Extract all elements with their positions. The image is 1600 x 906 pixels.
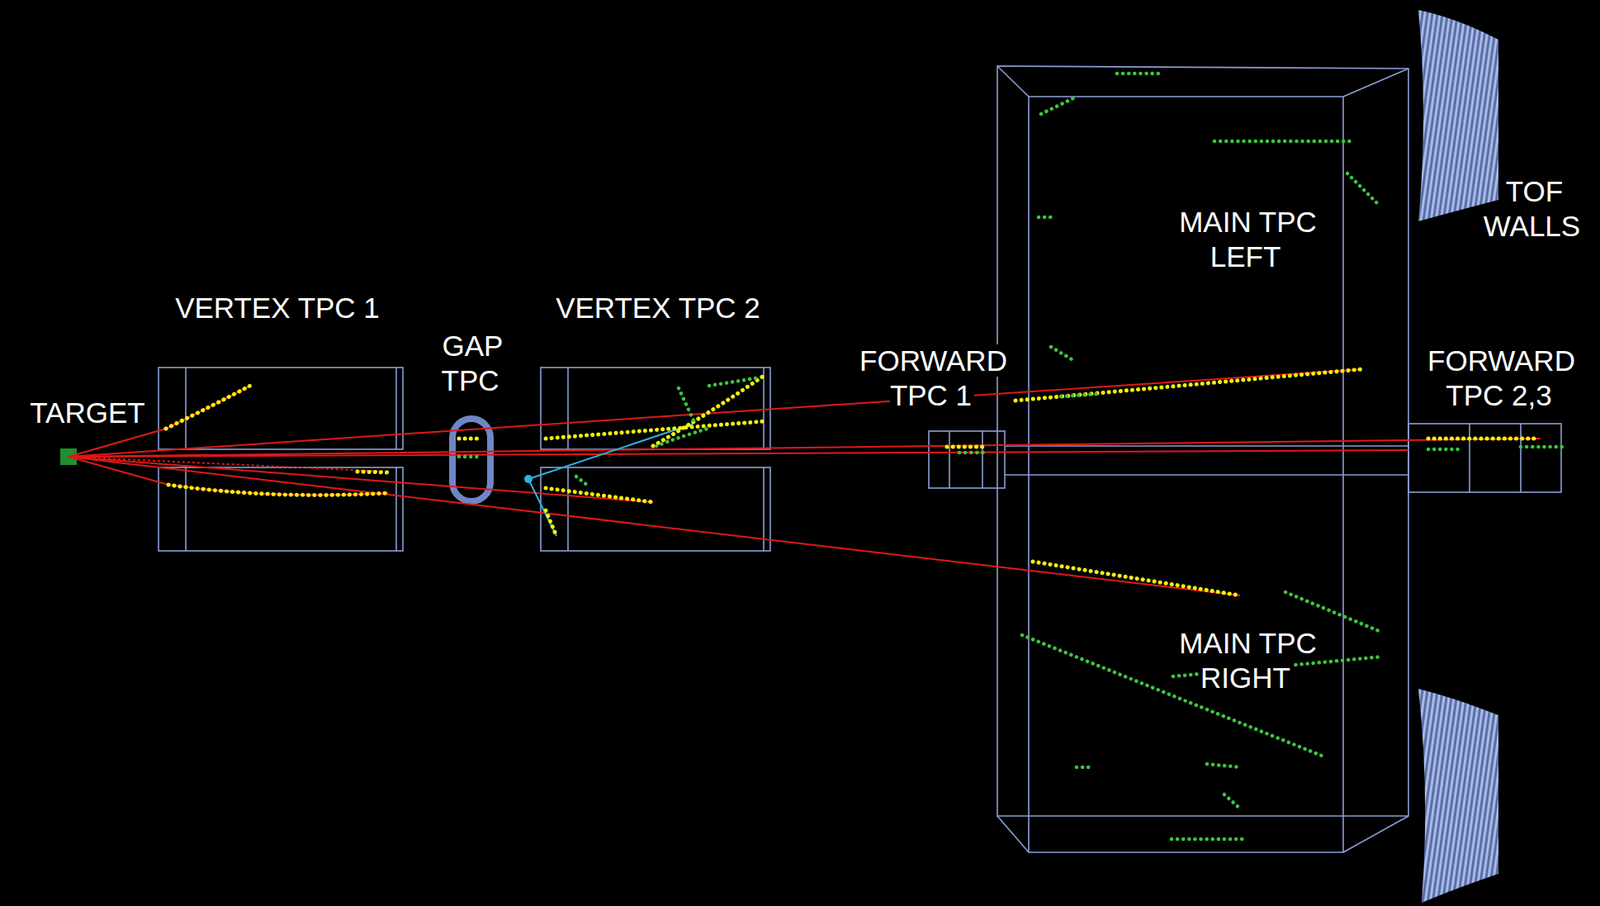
- detector-label: FORWARD TPC 1: [837, 343, 1028, 413]
- detector-label: MAIN TPC LEFT: [1159, 204, 1334, 275]
- label-text: GAP TPC: [440, 329, 504, 397]
- detector-label: GAP TPC: [426, 328, 517, 398]
- forward-tpc-2-3: [1408, 423, 1562, 493]
- label-text: MAIN TPC LEFT: [1176, 205, 1317, 273]
- fitted-tracks: [68, 369, 1541, 596]
- unassigned-hits: [459, 73, 1567, 839]
- label-text: TOF WALLS: [1483, 175, 1583, 242]
- detector-label: TARGET: [4, 395, 171, 431]
- label-text: MAIN TPC RIGHT: [1176, 626, 1317, 694]
- vertex-tpc-1: [158, 367, 403, 551]
- detector-label: VERTEX TPC 2: [525, 290, 791, 326]
- detector-label: MAIN TPC RIGHT: [1159, 625, 1334, 696]
- forward-tpc-1: [928, 430, 1005, 488]
- main-tpc: [997, 66, 1409, 853]
- detector-label: TOF WALLS: [1471, 174, 1596, 244]
- tof-walls: [1418, 9, 1499, 903]
- label-text: FORWARD TPC 2,3: [1424, 344, 1576, 412]
- label-text: VERTEX TPC 1: [172, 291, 383, 324]
- label-text: VERTEX TPC 2: [553, 291, 763, 324]
- track-hits: [165, 369, 1536, 596]
- label-text: TARGET: [27, 396, 147, 429]
- detector-label: VERTEX TPC 1: [145, 290, 410, 326]
- detector-label: FORWARD TPC 2,3: [1405, 343, 1596, 413]
- label-text: FORWARD TPC 1: [856, 344, 1008, 412]
- vertex-tpc-2: [540, 367, 771, 551]
